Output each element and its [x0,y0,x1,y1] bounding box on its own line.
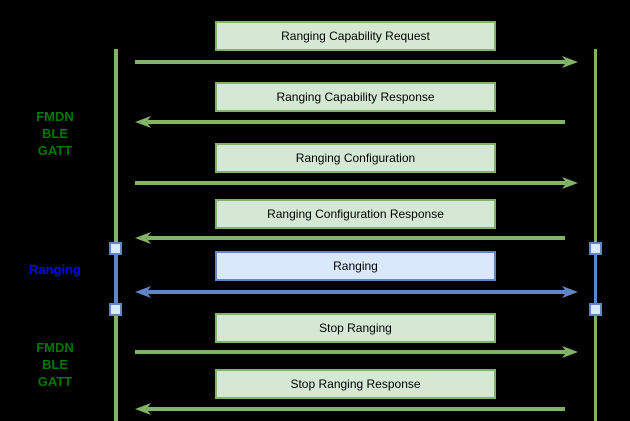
message-arrow-ranging-bidirectional [135,286,578,298]
ranging-phase-segment-right [593,248,597,309]
arrow-shaft [147,236,565,240]
message-box-stop-ranging-response: Stop Ranging Response [215,369,496,399]
message-box-ranging-configuration-response: Ranging Configuration Response [215,199,496,229]
arrow-shaft [135,181,566,185]
message-arrow-ranging-configuration [135,177,578,189]
ranging-phase-start-marker-left [109,242,123,255]
message-arrow-ranging-configuration-response [135,232,578,244]
arrow-shaft [147,290,566,294]
message-box-ranging-capability-request: Ranging Capability Request [215,21,496,51]
message-arrow-stop-ranging [135,346,578,358]
message-box-ranging: Ranging [215,251,496,281]
phase-label-fmdn-ble-gatt-top: FMDN BLE GATT [36,109,74,158]
lifeline-left [114,49,118,421]
arrow-shaft [135,60,566,64]
message-box-stop-ranging: Stop Ranging [215,313,496,343]
ranging-phase-start-marker-right [588,242,602,255]
message-arrow-ranging-capability-request [135,56,578,68]
lifeline-right [593,49,597,421]
ranging-phase-end-marker-right [588,302,602,316]
arrow-shaft [147,120,565,124]
message-box-ranging-capability-response: Ranging Capability Response [215,82,496,112]
ranging-phase-segment-left [114,248,118,309]
ranging-phase-end-marker-left [109,302,123,316]
arrow-shaft [135,350,566,354]
phase-label-ranging: Ranging [29,262,81,277]
message-arrow-ranging-capability-response [135,116,578,128]
message-arrow-stop-ranging-response [135,403,578,415]
arrow-shaft [147,407,565,411]
phase-label-fmdn-ble-gatt-bottom: FMDN BLE GATT [36,340,74,389]
message-box-ranging-configuration: Ranging Configuration [215,143,496,173]
